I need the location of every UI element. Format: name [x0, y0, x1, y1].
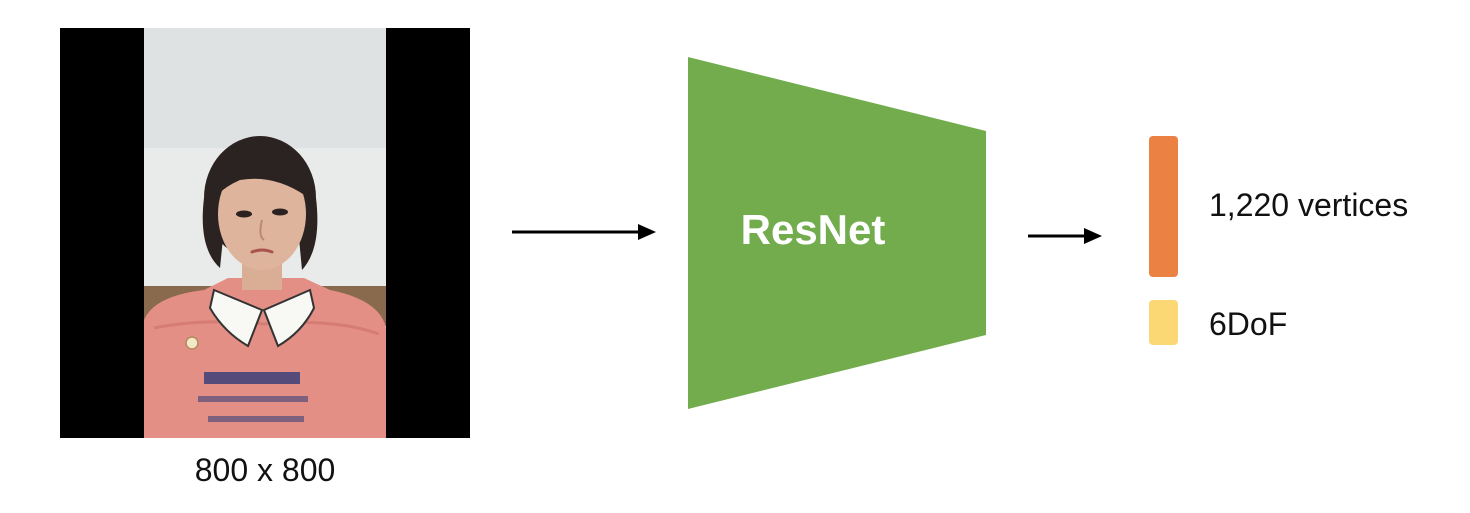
- vertices-output-bar: [1149, 136, 1178, 277]
- input-image: [60, 28, 470, 438]
- arrow-right-icon: [512, 224, 656, 240]
- arrow-right-icon: [1028, 228, 1102, 244]
- resnet-block: [688, 57, 986, 409]
- input-size-caption: 800 x 800: [194, 452, 336, 488]
- resnet-label: ResNet: [740, 206, 886, 253]
- person-photo: [144, 28, 386, 438]
- 6dof-output-label: 6DoF: [1209, 306, 1288, 342]
- vertices-output-label: 1,220 vertices: [1209, 187, 1409, 223]
- 6dof-output-bar: [1149, 300, 1178, 345]
